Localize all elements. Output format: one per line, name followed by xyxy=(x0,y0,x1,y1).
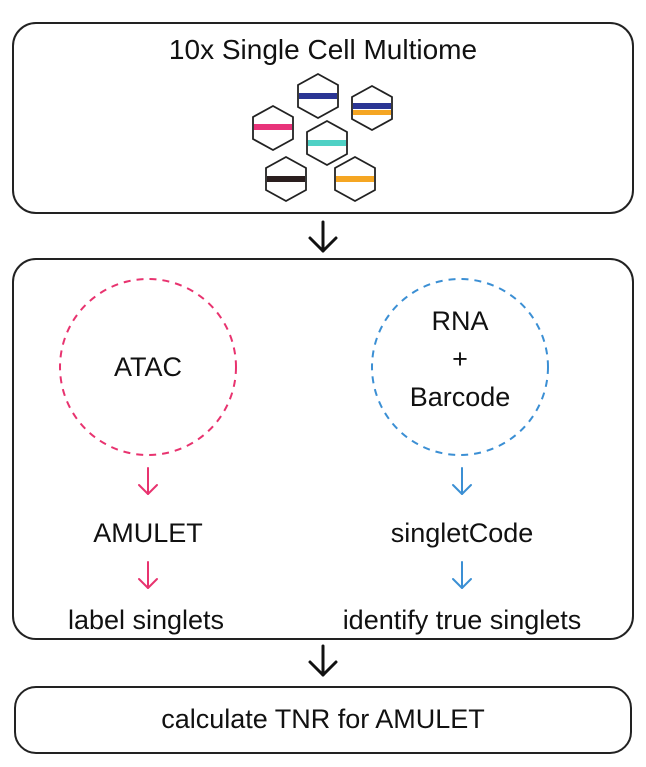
cell-blue-orange-stripe-top xyxy=(353,103,391,109)
atac-label: ATAC xyxy=(113,352,183,382)
rna-label: RNA xyxy=(431,306,489,336)
multiome-title: 10x Single Cell Multiome xyxy=(168,34,478,65)
atac-circle xyxy=(59,278,237,456)
pink-arrow-icon xyxy=(138,561,158,589)
plus-label: + xyxy=(452,344,468,374)
cell-orange xyxy=(334,155,376,203)
down-arrow-icon xyxy=(308,220,338,253)
singletcode-label: singletCode xyxy=(390,518,534,548)
cell-teal xyxy=(306,119,348,167)
identify-true-singlets-text: identify true singlets xyxy=(342,605,582,635)
cell-black xyxy=(265,155,307,203)
cell-orange-stripe xyxy=(336,176,374,182)
tnr-box xyxy=(14,686,632,754)
rna-barcode-circle xyxy=(371,278,549,456)
cell-blue-stripe xyxy=(299,93,337,99)
tnr-label: calculate TNR for AMULET xyxy=(161,704,485,734)
cell-pink xyxy=(252,104,294,152)
down-arrow-icon xyxy=(308,644,338,677)
cell-teal-stripe xyxy=(308,140,346,146)
blue-arrow-icon xyxy=(452,467,472,495)
pink-arrow-icon xyxy=(138,467,158,495)
amulet-label: AMULET xyxy=(93,518,203,548)
cell-blue-orange xyxy=(351,84,393,132)
blue-arrow-icon xyxy=(452,561,472,589)
cell-pink-stripe xyxy=(254,124,292,130)
cell-black-stripe xyxy=(267,176,305,182)
cell-blue xyxy=(297,72,339,120)
barcode-label: Barcode xyxy=(409,382,511,412)
label-singlets-text: label singlets xyxy=(67,605,225,635)
multiome-box xyxy=(12,22,634,214)
cell-blue-orange-stripe-bottom xyxy=(353,110,391,115)
